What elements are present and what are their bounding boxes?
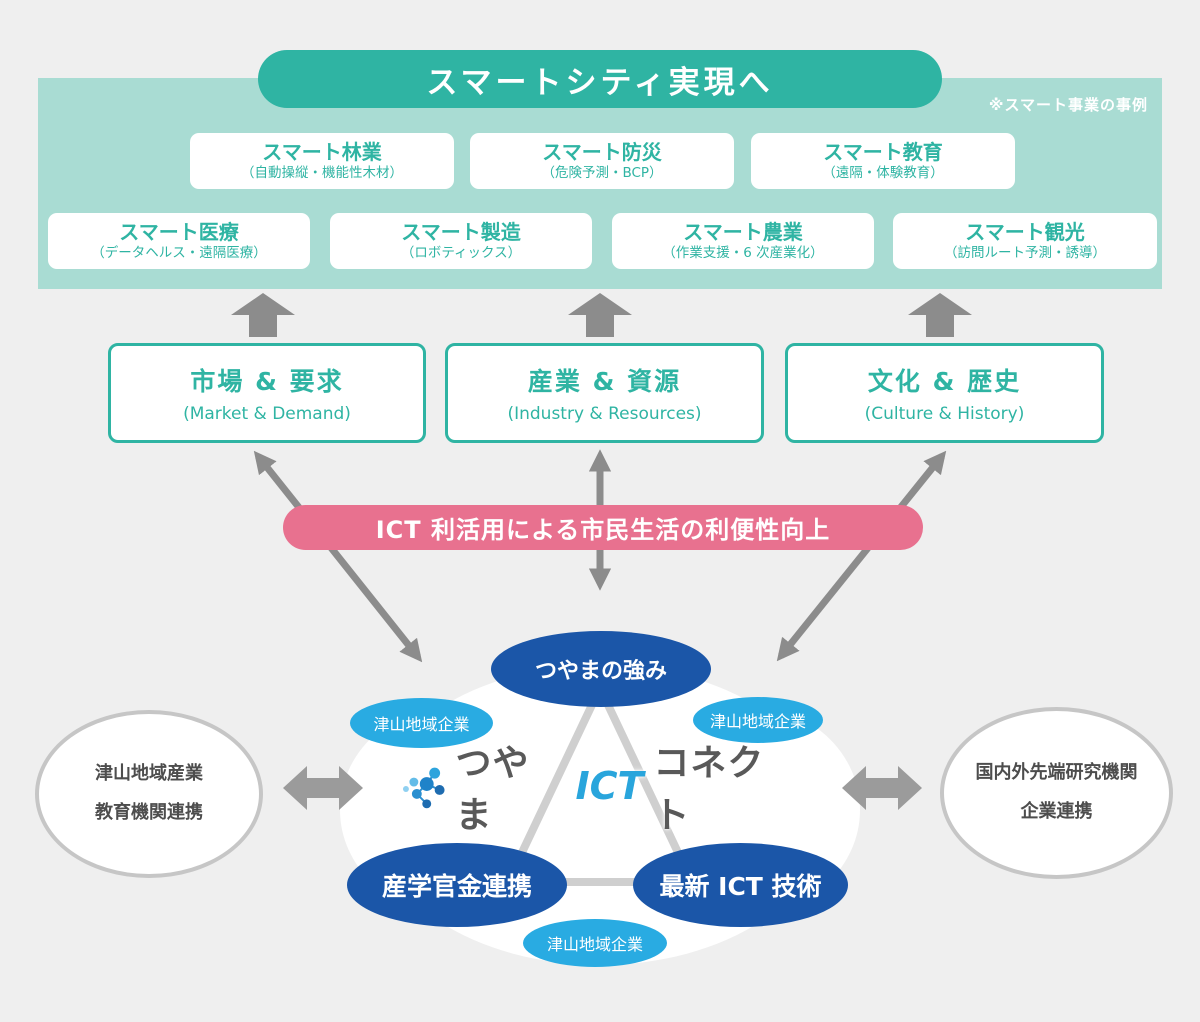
box-subtitle: （遠隔・体験教育） xyxy=(822,165,944,182)
up-arrow-left xyxy=(231,293,295,337)
hub-ellipse-collaboration: 産学官金連携 xyxy=(347,843,567,927)
partner-right-line1: 国内外先端研究機関 xyxy=(975,762,1138,784)
asset-box-market-demand: 市場 & 要求 (Market & Demand) xyxy=(108,343,426,443)
partner-left-line1: 津山地域産業 xyxy=(95,763,203,785)
box-subtitle: （データヘルス・遠隔医療） xyxy=(91,245,267,262)
double-arrow-diagonal-left xyxy=(253,450,423,663)
box-subtitle: （自動操縦・機能性木材） xyxy=(241,165,403,182)
box-title: スマート製造 xyxy=(401,220,521,245)
box-subtitle: （危険予測・BCP） xyxy=(541,165,663,182)
ict-benefit-banner-label: ICT 利活用による市民生活の利便性向上 xyxy=(375,516,831,544)
smart-example-box-tourism: スマート観光 （訪問ルート予測・誘導） xyxy=(893,213,1157,269)
box-title: スマート観光 xyxy=(965,220,1085,245)
hub-ellipse-ict-tech-label: 最新 ICT 技術 xyxy=(659,872,822,901)
logo-text-ict: ICT xyxy=(575,764,644,808)
local-company-pill-right: 津山地域企業 xyxy=(693,697,823,743)
smart-example-box-forestry: スマート林業 （自動操縦・機能性木材） xyxy=(190,133,454,189)
smart-example-box-education: スマート教育 （遠隔・体験教育） xyxy=(751,133,1015,189)
tsuyama-ict-connect-logo: つやま ICT コネクト xyxy=(400,743,800,836)
partner-ellipse-right: 国内外先端研究機関 企業連携 xyxy=(940,707,1173,879)
asset-subtitle: (Industry & Resources) xyxy=(507,404,702,424)
asset-subtitle: (Market & Demand) xyxy=(183,404,351,424)
box-title: スマート医療 xyxy=(119,220,239,245)
box-subtitle: （訪問ルート予測・誘導） xyxy=(944,245,1106,262)
hub-ellipse-strengths: つやまの強み xyxy=(491,631,711,707)
ict-benefit-banner: ICT 利活用による市民生活の利便性向上 xyxy=(283,505,923,550)
network-dots-icon xyxy=(402,767,445,809)
asset-box-culture-history: 文化 & 歴史 (Culture & History) xyxy=(785,343,1104,443)
local-company-pill-bottom: 津山地域企業 xyxy=(523,919,667,967)
partner-left-line2: 教育機関連携 xyxy=(95,802,203,823)
hub-ellipse-ict-tech: 最新 ICT 技術 xyxy=(633,843,848,927)
partner-ellipse-left: 津山地域産業 教育機関連携 xyxy=(35,710,263,878)
smart-example-box-agriculture: スマート農業 （作業支援・6 次産業化） xyxy=(612,213,874,269)
logo-text-tsuyama: つやま xyxy=(455,743,530,836)
local-company-pill-left: 津山地域企業 xyxy=(350,698,493,748)
page-title-label: スマートシティ実現へ xyxy=(426,64,774,101)
smart-examples-note: ※スマート事業の事例 xyxy=(988,96,1148,114)
hub-ellipse-strengths-label: つやまの強み xyxy=(534,659,667,684)
smart-example-box-manufacturing: スマート製造 （ロボティックス） xyxy=(330,213,592,269)
box-subtitle: （ロボティックス） xyxy=(400,245,522,262)
asset-title: 産業 & 資源 xyxy=(527,367,682,396)
logo-text-connect: コネクト xyxy=(653,743,765,836)
asset-title: 文化 & 歴史 xyxy=(867,367,1022,396)
double-arrow-diagonal-right xyxy=(776,450,947,662)
page-title: スマートシティ実現へ xyxy=(258,50,942,108)
up-arrow-right xyxy=(908,293,972,337)
local-company-pill-label: 津山地域企業 xyxy=(709,712,806,731)
box-title: スマート教育 xyxy=(823,140,943,165)
asset-box-industry-resources: 産業 & 資源 (Industry & Resources) xyxy=(445,343,764,443)
box-title: スマート農業 xyxy=(683,220,803,245)
local-company-pill-label: 津山地域企業 xyxy=(546,935,643,954)
up-arrow-center xyxy=(568,293,632,337)
local-company-pill-label: 津山地域企業 xyxy=(373,715,470,734)
asset-title: 市場 & 要求 xyxy=(190,367,344,396)
hub-ellipse-collaboration-label: 産学官金連携 xyxy=(381,872,532,901)
partner-right-line2: 企業連携 xyxy=(1020,801,1093,822)
box-title: スマート林業 xyxy=(262,140,382,165)
left-double-block-arrow xyxy=(283,766,363,810)
smart-example-box-medical: スマート医療 （データヘルス・遠隔医療） xyxy=(48,213,310,269)
box-title: スマート防災 xyxy=(542,140,662,165)
smart-example-box-disaster: スマート防災 （危険予測・BCP） xyxy=(470,133,734,189)
asset-subtitle: (Culture & History) xyxy=(864,404,1025,424)
box-subtitle: （作業支援・6 次産業化） xyxy=(662,245,824,262)
right-double-block-arrow xyxy=(842,766,922,810)
